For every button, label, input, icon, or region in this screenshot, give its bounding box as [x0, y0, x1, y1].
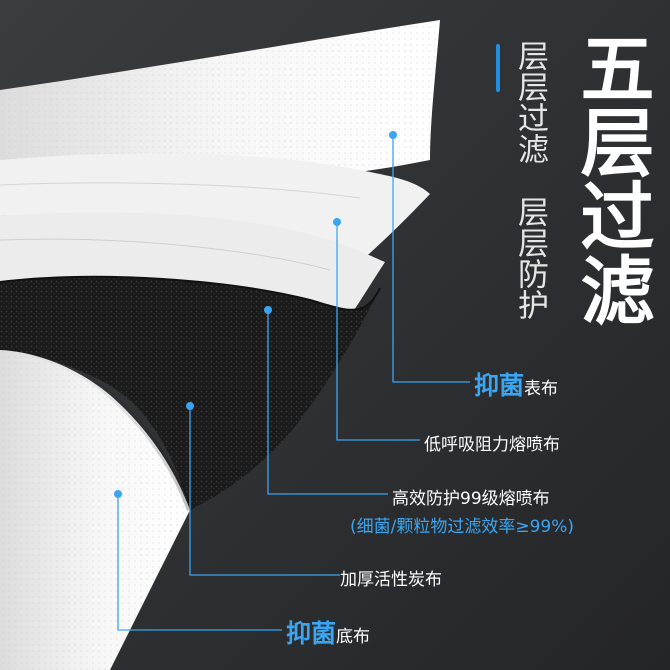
layer-carbon [0, 276, 380, 510]
subtitle-protect: 层层防护 [512, 196, 548, 320]
subtitle-filter: 层层过滤 [512, 40, 548, 164]
label-high-efficiency: 高效防护99级熔喷布 [392, 489, 550, 509]
page-title: 五层过滤 [568, 30, 654, 326]
leader-lines [117, 135, 470, 631]
label-carbon: 加厚活性炭布 [340, 570, 442, 590]
label-prefix: 抑菌 [286, 619, 337, 648]
accent-bar [496, 44, 500, 92]
subtitle-column-1: 层层过滤 [512, 40, 552, 164]
leader-dots [114, 131, 397, 498]
subtitle-column-2: 层层防护 [512, 196, 552, 320]
label-top-fabric: 抑菌表布 [474, 371, 559, 400]
label-filtration-note: (细菌/颗粒物过滤效率≥99%) [350, 517, 575, 537]
label-bottom-fabric: 抑菌底布 [286, 619, 371, 648]
label-low-resistance: 低呼吸阻力熔喷布 [424, 435, 560, 455]
label-prefix: 抑菌 [474, 371, 525, 400]
layer-low-resistance [0, 153, 430, 262]
